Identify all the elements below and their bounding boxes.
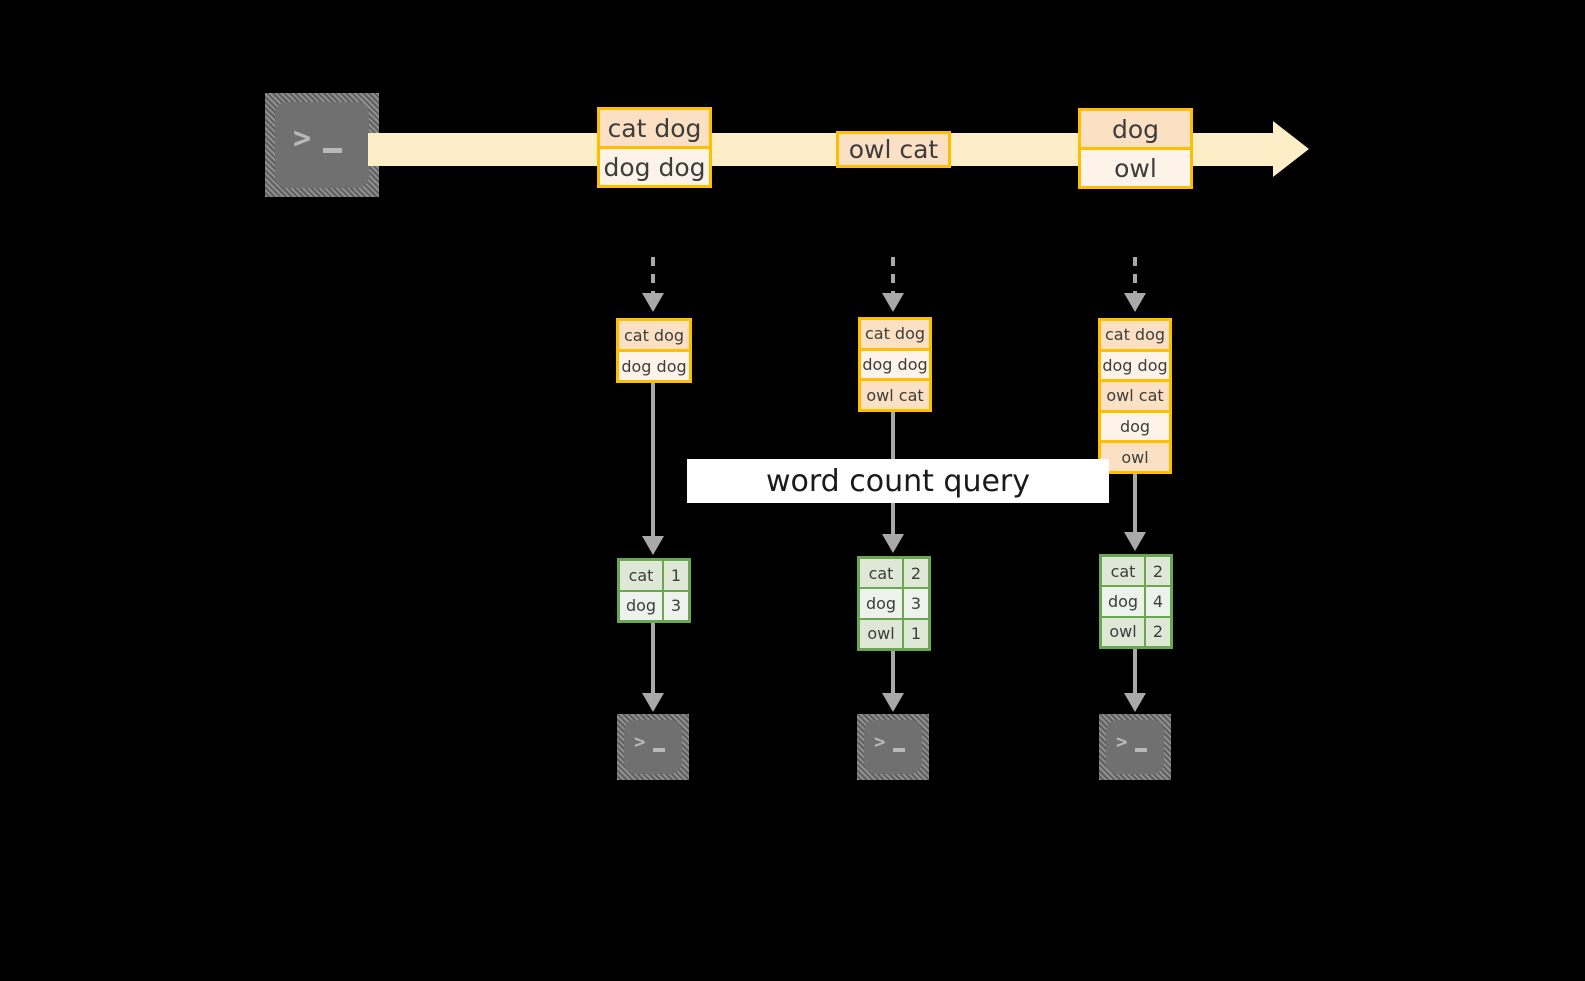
table-row: dog 4	[1102, 585, 1170, 616]
table-row: dog 3	[620, 589, 688, 620]
state-row: dog	[1101, 409, 1169, 441]
col2-sink-terminal-icon[interactable]: >	[857, 714, 929, 780]
state-row: owl	[1101, 440, 1169, 471]
query-label-text: word count query	[765, 463, 1031, 499]
terminal-cursor-glyph	[893, 748, 905, 752]
col1-query-arrow-line	[651, 383, 655, 539]
state-row: dog dog	[1101, 348, 1169, 380]
table-row: cat 2	[1102, 557, 1170, 586]
result-count: 2	[910, 563, 922, 583]
stream-message-line: owl	[1081, 147, 1190, 186]
stream-message-line: dog dog	[600, 146, 709, 185]
result-count: 3	[910, 593, 922, 613]
table-row: owl 2	[1102, 615, 1170, 646]
state-row: cat dog	[861, 320, 929, 348]
result-count: 2	[1152, 561, 1164, 581]
col2-sink-arrow-line	[891, 651, 895, 696]
terminal-cursor-glyph	[653, 748, 665, 752]
stream-message-2[interactable]: owl cat	[836, 131, 951, 168]
table-row: cat 2	[860, 559, 928, 588]
table-row: cat 1	[620, 561, 688, 590]
table-row: dog 3	[860, 587, 928, 618]
col2-ingest-arrow-line	[891, 257, 895, 297]
terminal-prompt-glyph: >	[874, 731, 886, 753]
col1-sink-arrowhead-icon	[642, 693, 664, 712]
result-count: 4	[1152, 591, 1164, 611]
state-row: owl cat	[1101, 379, 1169, 410]
terminal-prompt-glyph: >	[634, 731, 646, 753]
result-word: owl	[860, 619, 904, 648]
state-row: dog dog	[619, 349, 689, 380]
state-row: owl cat	[861, 378, 929, 409]
state-row: dog dog	[861, 347, 929, 379]
stream-message-1[interactable]: cat dog dog dog	[597, 107, 712, 188]
terminal-screen	[624, 720, 682, 774]
col3-result-table[interactable]: cat 2 dog 4 owl 2	[1099, 554, 1173, 649]
col3-query-arrowhead-icon	[1124, 532, 1146, 551]
stream-message-line: owl cat	[839, 134, 948, 165]
source-terminal-icon[interactable]: >	[265, 93, 379, 197]
col3-state-box[interactable]: cat dog dog dog owl cat dog owl	[1098, 318, 1172, 474]
col3-query-arrow-line	[1133, 474, 1137, 536]
table-row: owl 1	[860, 617, 928, 648]
terminal-prompt-glyph: >	[1116, 731, 1128, 753]
result-count: 3	[670, 596, 682, 616]
stream-message-line: dog	[1081, 111, 1190, 147]
stream-arrowhead-icon	[1273, 121, 1309, 177]
col2-ingest-arrowhead-icon	[882, 293, 904, 312]
col3-sink-terminal-icon[interactable]: >	[1099, 714, 1171, 780]
col1-state-box[interactable]: cat dog dog dog	[616, 318, 692, 383]
col2-result-table[interactable]: cat 2 dog 3 owl 1	[857, 556, 931, 651]
col1-ingest-arrowhead-icon	[642, 293, 664, 312]
result-word: cat	[860, 559, 904, 588]
col1-query-arrowhead-icon	[642, 536, 664, 555]
terminal-cursor-glyph	[1135, 748, 1147, 752]
stream-message-3[interactable]: dog owl	[1078, 108, 1193, 189]
query-label-band: word count query	[687, 459, 1109, 503]
terminal-screen	[1106, 720, 1164, 774]
col2-query-arrowhead-icon	[882, 534, 904, 553]
result-word: cat	[620, 561, 664, 590]
col1-sink-terminal-icon[interactable]: >	[617, 714, 689, 780]
col2-sink-arrowhead-icon	[882, 693, 904, 712]
result-word: owl	[1102, 617, 1146, 646]
col2-state-box[interactable]: cat dog dog dog owl cat	[858, 317, 932, 412]
col1-result-table[interactable]: cat 1 dog 3	[617, 558, 691, 623]
state-row: cat dog	[619, 321, 689, 349]
terminal-prompt-glyph: >	[293, 121, 312, 156]
terminal-screen	[275, 102, 369, 188]
result-word: dog	[620, 591, 664, 620]
col3-sink-arrowhead-icon	[1124, 693, 1146, 712]
col3-sink-arrow-line	[1133, 649, 1137, 696]
result-count: 2	[1152, 622, 1164, 642]
result-word: dog	[860, 589, 904, 618]
col1-sink-arrow-line	[651, 623, 655, 696]
col3-ingest-arrow-line	[1133, 257, 1137, 297]
result-count: 1	[670, 565, 682, 585]
stream-message-line: cat dog	[600, 110, 709, 146]
result-count: 1	[910, 624, 922, 644]
terminal-screen	[864, 720, 922, 774]
col3-ingest-arrowhead-icon	[1124, 293, 1146, 312]
result-word: dog	[1102, 587, 1146, 616]
result-word: cat	[1102, 557, 1146, 586]
col1-ingest-arrow-line	[651, 257, 655, 297]
terminal-cursor-glyph	[323, 148, 342, 153]
state-row: cat dog	[1101, 321, 1169, 349]
